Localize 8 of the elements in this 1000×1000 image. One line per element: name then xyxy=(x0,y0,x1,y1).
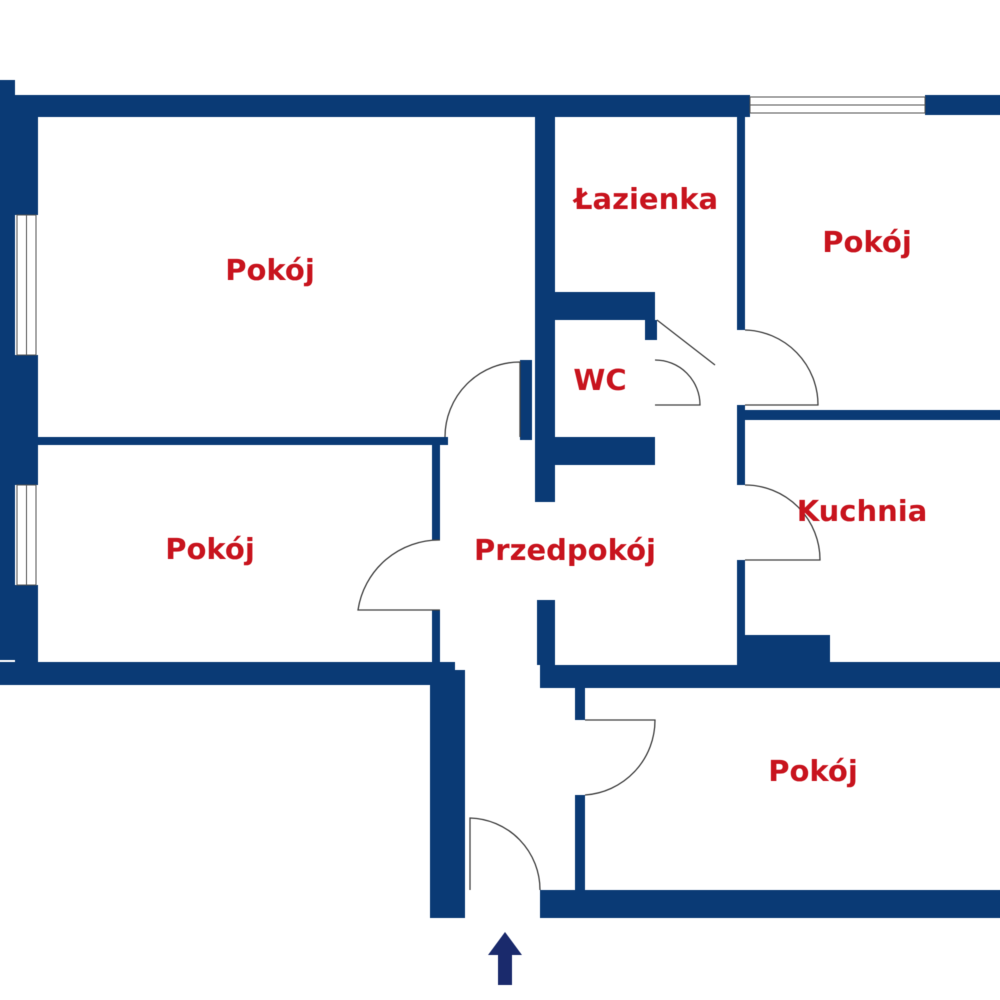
room-label: Łazienka xyxy=(574,182,718,216)
room-label: Pokój xyxy=(165,532,255,566)
room-label: Pokój xyxy=(822,225,912,259)
room-label: Pokój xyxy=(768,754,858,788)
room-label: Przedpokój xyxy=(474,533,656,567)
room-label: Kuchnia xyxy=(796,494,928,528)
room-label: WC xyxy=(573,363,627,397)
room-label: Pokój xyxy=(225,253,315,287)
